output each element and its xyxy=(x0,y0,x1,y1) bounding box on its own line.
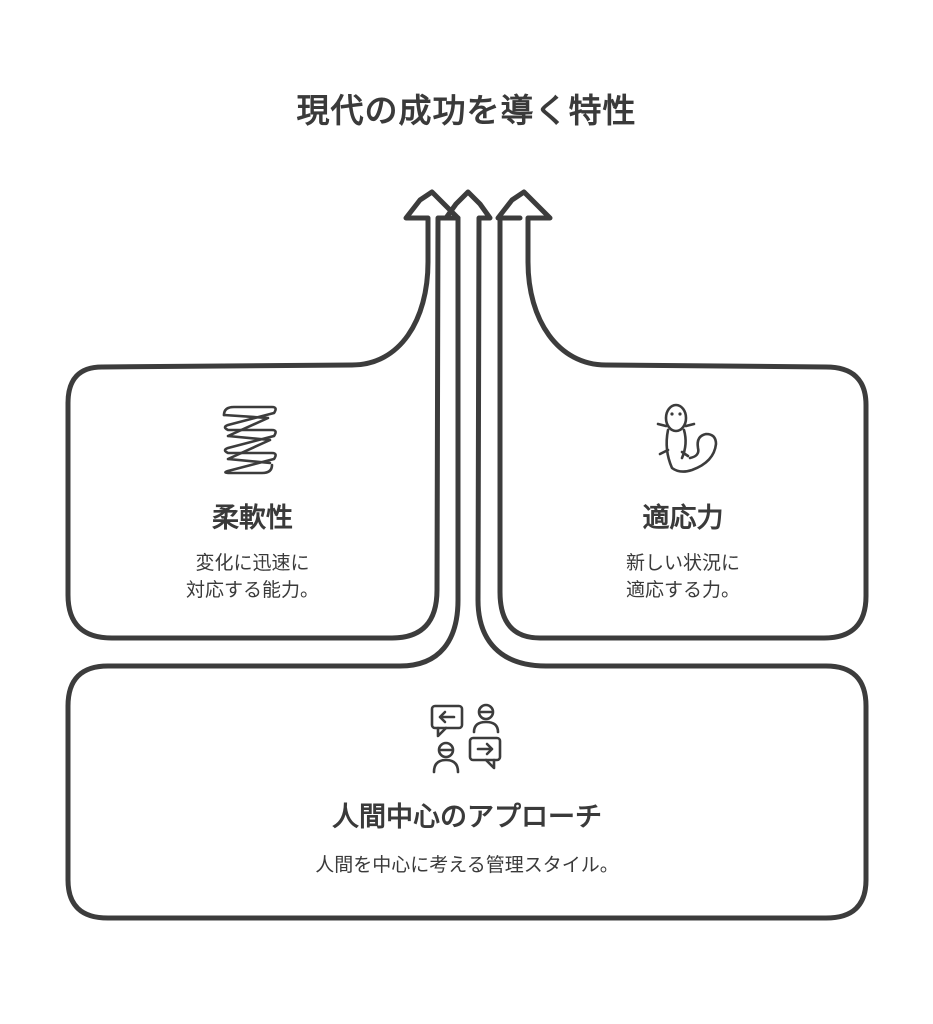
human-centered-desc: 人間を中心に考える管理スタイル。 xyxy=(315,854,619,876)
human-centered-box-outline xyxy=(65,189,869,921)
adaptability-title: 適応力 xyxy=(642,503,724,534)
spring-icon xyxy=(222,405,277,475)
adaptability-box-outline xyxy=(495,189,869,641)
salamander-icon xyxy=(656,403,718,473)
adaptability-desc-line1: 新しい状況に xyxy=(625,552,740,574)
adaptability-desc-line2: 適応する力。 xyxy=(625,579,740,601)
flexibility-desc-line2: 対応する能力。 xyxy=(185,579,319,601)
conversation-icon xyxy=(430,703,502,774)
flexibility-desc-line1: 変化に迅速に xyxy=(195,552,310,574)
human-centered-title: 人間中心のアプローチ xyxy=(332,802,602,833)
page-title: 現代の成功を導く特性 xyxy=(296,91,637,130)
flexibility-title: 柔軟性 xyxy=(212,503,293,534)
flexibility-box-outline xyxy=(65,189,461,641)
